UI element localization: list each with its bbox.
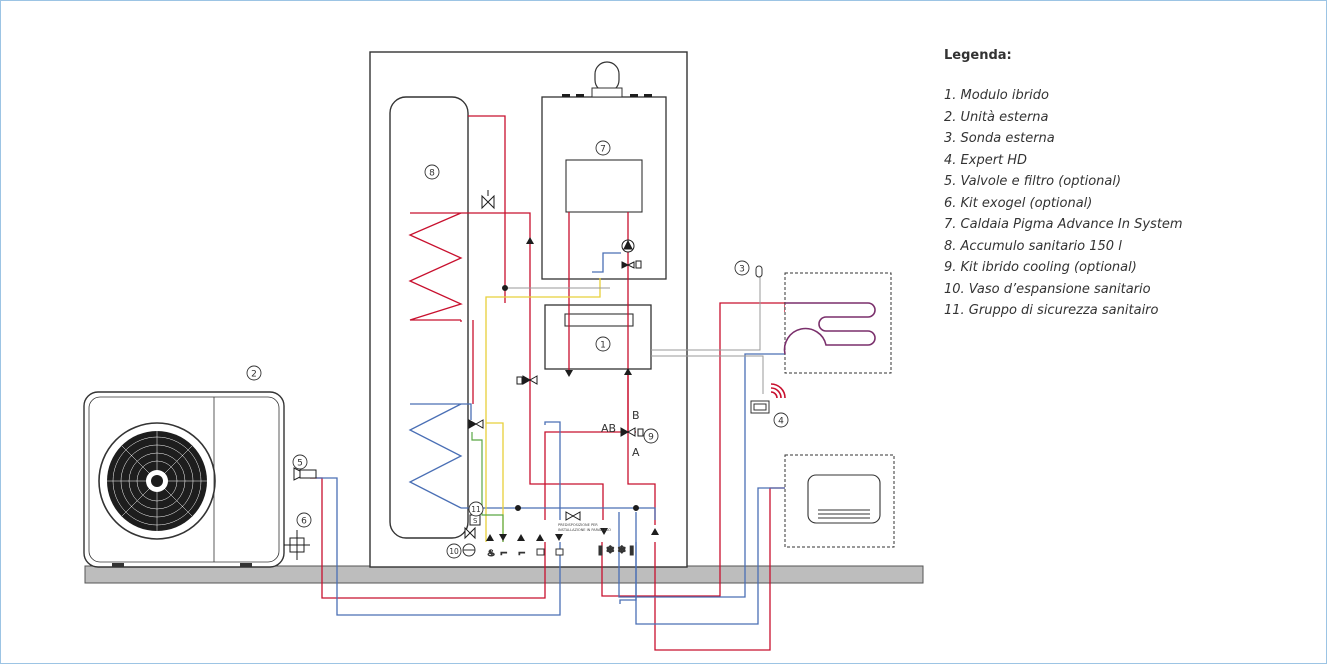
legend-item: 10. Vaso d’espansione sanitario: [944, 281, 1151, 297]
callout-2-label: 2: [251, 370, 257, 380]
callout-6-label: 6: [301, 517, 307, 527]
outdoor-unit: [83, 391, 285, 568]
legend-item: 5. Valvole e filtro (optional): [944, 174, 1122, 189]
fan-coil: [807, 474, 881, 524]
upper-coil: [408, 212, 463, 321]
drain-pipe: [471, 432, 504, 542]
connection-symbols: ♨ ⌐ ⌐ ǁ ❄ ❄ ǁ: [487, 545, 635, 560]
legend-item: 9. Kit ibrido cooling (optional): [944, 260, 1137, 275]
callout-8: [424, 164, 440, 180]
legend-item: 8. Accumulo sanitario 150 l: [944, 238, 1122, 254]
legend: Legenda: 1. Modulo ibrido 2. Unità ester…: [944, 48, 1314, 322]
lower-coil: [408, 403, 463, 509]
callout-7-label: 7: [600, 145, 606, 155]
installation-note-line2: INSTALLAZIONE IN PARALLELO: [558, 528, 611, 532]
callout-9: [643, 428, 659, 444]
legend-item: 3. Sonda esterna: [944, 131, 1055, 146]
callout-5: [292, 454, 308, 470]
legend-list: 1. Modulo ibrido 2. Unità esterna 3. Son…: [944, 85, 1314, 322]
port-label-ab: AB: [601, 422, 616, 435]
callout-4-label: 4: [778, 417, 784, 427]
callout-7: [595, 140, 611, 156]
legend-item: 4. Expert HD: [944, 152, 1028, 168]
legend-item: 11. Gruppo di sicurezza sanitairo: [944, 303, 1159, 318]
legend-item: 6. Kit exogel (optional): [944, 195, 1093, 211]
outdoor-sensor: [755, 265, 763, 278]
valves: [284, 190, 644, 560]
callout-10: [446, 543, 462, 559]
legend-title: Legenda:: [944, 48, 1012, 63]
floor-heating-coil: [783, 302, 876, 355]
wifi-icon: [770, 383, 786, 399]
hybrid-module: [544, 304, 652, 370]
callout-11-label: 11: [471, 505, 481, 514]
legend-item: 1. Modulo ibrido: [944, 88, 1049, 103]
callout-11: [468, 501, 484, 517]
callout-6: [296, 512, 312, 528]
callout-8-label: 8: [429, 169, 435, 179]
port-label-a: A: [632, 446, 640, 459]
legend-item: 2. Unità esterna: [944, 109, 1049, 125]
safety-s-label: S: [473, 517, 478, 525]
port-label-b: B: [632, 409, 640, 422]
callout-9-label: 9: [648, 433, 654, 443]
legend-item: 7. Caldaia Pigma Advance In System: [944, 217, 1183, 232]
svg-text:♨: ♨: [487, 549, 495, 559]
svg-text:⌐: ⌐: [500, 549, 508, 559]
callout-1-label: 1: [600, 341, 606, 351]
floor-heating-zone: [784, 272, 892, 374]
callout-1: [595, 336, 611, 352]
floor-slab: [84, 565, 924, 584]
svg-text:ǁ ❄ ❄ ǁ: ǁ ❄ ❄ ǁ: [598, 545, 634, 556]
callout-2: [246, 365, 262, 381]
expert-hd: [750, 400, 770, 414]
callout-4: [773, 412, 789, 428]
callout-5-label: 5: [297, 459, 303, 469]
dhw-tank: [389, 96, 469, 539]
expansion-vessel: [462, 543, 476, 557]
callouts: [246, 140, 789, 559]
installation-note-line1: PREDISPOSIZIONE PER: [558, 523, 598, 527]
callout-3-label: 3: [739, 265, 745, 275]
flow-arrows: [486, 237, 659, 541]
callout-3: [734, 260, 750, 276]
svg-text:⌐: ⌐: [518, 549, 526, 559]
cold-pipes: [316, 252, 808, 625]
control-lines: [505, 276, 764, 394]
boiler: [541, 61, 667, 280]
callout-10-label: 10: [449, 547, 459, 556]
